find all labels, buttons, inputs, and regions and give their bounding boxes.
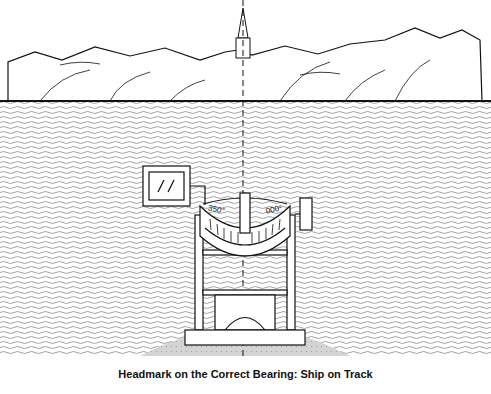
coastline	[8, 28, 482, 101]
pelorus	[143, 166, 312, 345]
horizon	[0, 100, 491, 102]
hill-lines	[40, 60, 430, 101]
figure-caption: Headmark on the Correct Bearing: Ship on…	[0, 368, 491, 380]
sand-mound	[140, 328, 350, 356]
water	[0, 101, 491, 356]
compass-ticks	[210, 219, 280, 243]
